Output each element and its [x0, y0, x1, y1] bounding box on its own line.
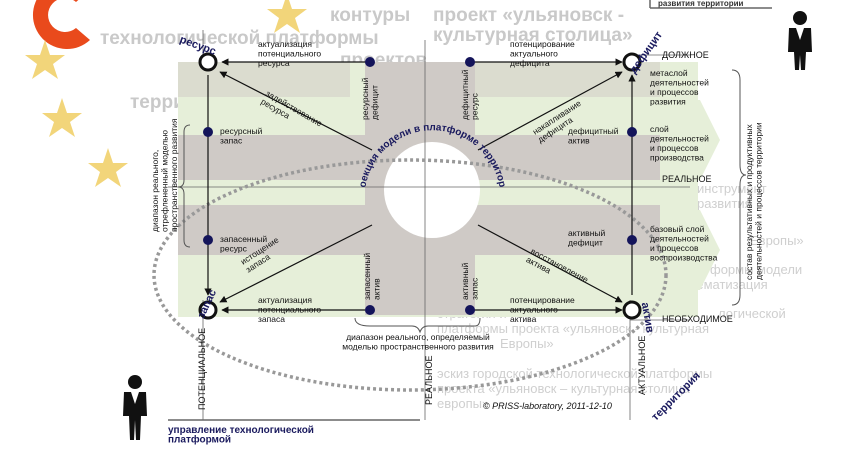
logo-c-shape — [33, 0, 90, 49]
wm-right6: логической — [718, 306, 786, 321]
label-right-vertical: состав результативных и продуктивныхдеят… — [744, 122, 764, 280]
label-left-vertical: диапазон реального,отрефлененный моделью… — [150, 118, 179, 232]
wm-line2: технологической платформы — [100, 28, 379, 49]
dot — [365, 57, 375, 67]
top-right-header: развития территории — [649, 0, 772, 9]
wm-right5: хематизация — [690, 277, 768, 292]
dot — [627, 235, 637, 245]
wm-right8: Европы» — [500, 336, 554, 351]
wm-right4: формы модели — [710, 262, 802, 277]
star-icon — [267, 0, 307, 33]
wm-right10: проекта «ульяновск – культурная столица — [437, 381, 691, 396]
corner-nodes — [198, 52, 642, 320]
diagram-bands — [178, 62, 720, 317]
dots — [203, 57, 637, 315]
wm-right7: платформы проекта «ульяновск - культурна… — [437, 321, 709, 336]
dot — [203, 127, 213, 137]
wm-right11: европы» — [437, 396, 489, 411]
divider-lines — [168, 30, 690, 421]
wm-right2: развития — [697, 196, 752, 211]
braces — [177, 69, 747, 334]
wm-line1: контуры — [330, 5, 410, 26]
dot — [627, 127, 637, 137]
wm-line3: проект «ульяновск - — [433, 5, 624, 26]
star-icons — [25, 0, 307, 187]
arrows — [204, 58, 636, 314]
star-icon — [25, 40, 65, 79]
corner-asset: актив — [639, 301, 656, 333]
wm-line6: терри — [130, 92, 185, 113]
level-top: ДОЛЖНОЕ — [662, 50, 709, 60]
axis-potential: ПОТЕНЦИАЛЬНОЕ — [197, 328, 207, 410]
watermark: контуры проект «ульяновск - технологичес… — [100, 5, 804, 411]
star-icon — [88, 148, 128, 187]
dotted-circle — [152, 158, 668, 392]
label-stock-asset: запасенныйактив — [362, 253, 382, 300]
label-resource-deficit: ресурсныйдефицит — [360, 77, 380, 120]
label-deficit-resource: дефицитныйресурс — [460, 69, 480, 120]
person-icon — [788, 11, 812, 70]
top-right-label: развития территории — [658, 0, 744, 8]
dot — [365, 305, 375, 315]
level-bottom: НЕОБХОДИМОЕ — [662, 314, 733, 324]
copyright: © PRISS-laboratory, 2011-12-10 — [483, 401, 612, 411]
wm-line4: культурная столица» — [433, 25, 633, 46]
dot — [465, 57, 475, 67]
dot — [203, 235, 213, 245]
wm-right1: инструмент — [697, 181, 767, 196]
star-icon — [42, 98, 82, 137]
dot — [465, 305, 475, 315]
axis-real: РЕАЛЬНОЕ — [424, 355, 434, 405]
axis-actual: АКТУАЛЬНОЕ — [637, 336, 647, 395]
wm-right9: эскиз городской технологической платформ… — [437, 366, 712, 381]
person-icon — [123, 375, 147, 440]
level-middle: РЕАЛЬНОЕ — [662, 174, 712, 184]
label-active-stock: активныйзапас — [460, 262, 480, 300]
wm-right3: Европы» — [750, 233, 804, 248]
